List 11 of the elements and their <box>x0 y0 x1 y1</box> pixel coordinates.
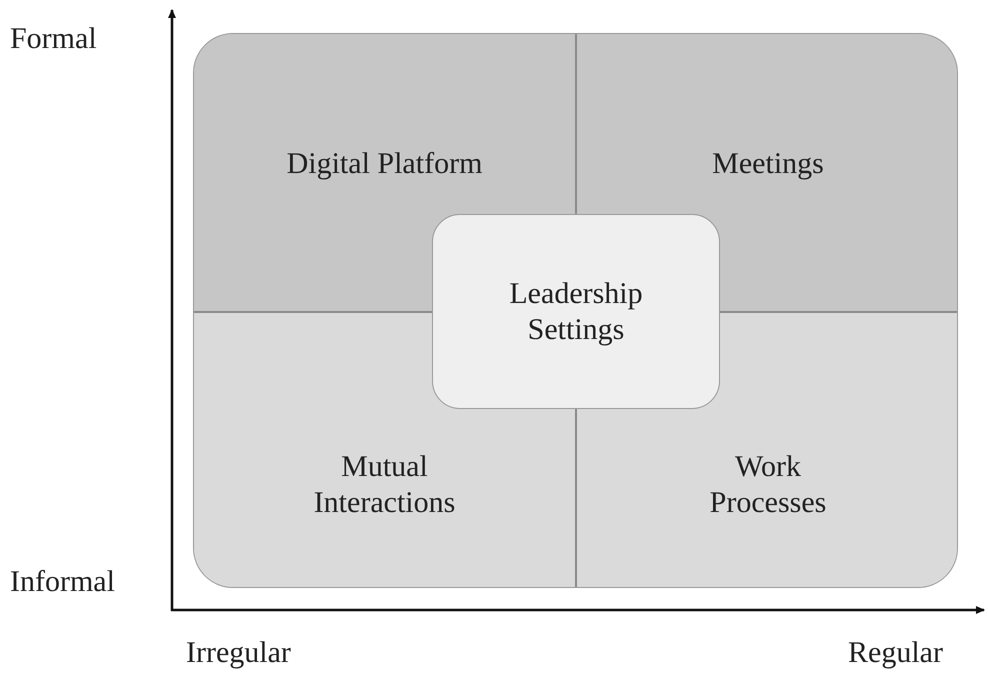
axis-label: Irregular <box>186 636 291 670</box>
axis-label: Regular <box>848 636 943 670</box>
center-box <box>432 214 720 409</box>
quadrant-label: Work Processes <box>708 448 828 520</box>
quadrant-label: Leadership Settings <box>508 276 644 348</box>
quadrant-label: Mutual Interactions <box>312 448 456 520</box>
axis-label: Informal <box>10 565 115 599</box>
quadrant-label: Digital Platform <box>286 146 482 182</box>
quadrant-label: Meetings <box>712 146 824 182</box>
axis-label: Formal <box>10 22 97 56</box>
quadrant-panel <box>193 33 958 588</box>
